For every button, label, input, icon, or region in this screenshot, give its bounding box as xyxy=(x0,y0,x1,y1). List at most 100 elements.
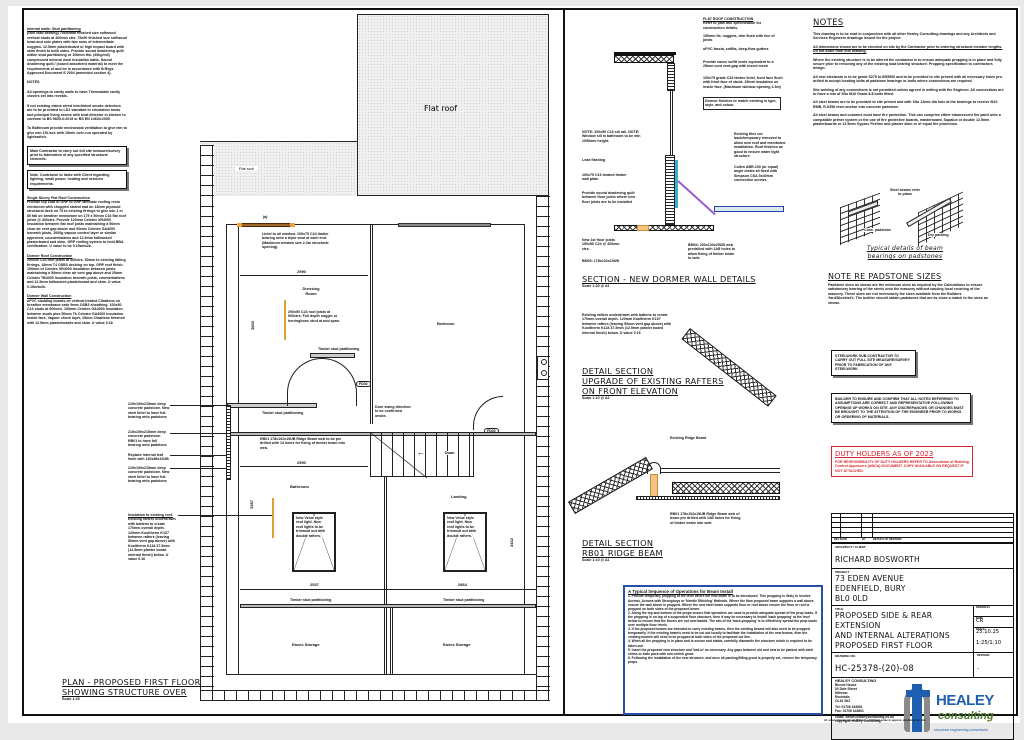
dim-bath-height: 3387 xyxy=(248,500,254,509)
flat-roof-small-label: Flat roof xyxy=(235,166,258,171)
drawn-by-label: DRAWN BY xyxy=(976,606,991,609)
dormer-wall-body: uPVC cladding boards on vertical treated… xyxy=(27,298,125,325)
padstone-stack-left xyxy=(226,405,231,480)
sequence-step: 6. Following the installation of the new… xyxy=(628,655,817,664)
rafters-note: Existing rafters underdrawn with battens… xyxy=(582,313,672,335)
sequence-title: A Typical Sequence of Operations for Bea… xyxy=(628,589,733,594)
rooflight-note: New Velux style roof light. New roof lig… xyxy=(296,516,326,539)
plan-title-block: PLAN - PROPOSED FIRST FLOOR SHOWING STRU… xyxy=(62,677,201,701)
stair-down-label: Down xyxy=(445,451,455,455)
dormer-label-bm03: BM03: 178x102x19UB xyxy=(582,259,619,263)
dormer-label-finishes: Dormer finishes to match existing in typ… xyxy=(703,97,781,110)
flat-roof-large-area: Flat roof xyxy=(357,14,549,196)
notes-panel: NOTES This drawing is to be read in conj… xyxy=(813,18,1005,127)
rooflight-bathroom: New Velux style roof light. New roof lig… xyxy=(292,512,336,572)
logo-text-consulting: consulting xyxy=(938,710,994,722)
rev-header-date: REV DATE xyxy=(834,538,847,541)
wall-brick-right xyxy=(536,196,550,701)
partition-label: Timber stud partitioning xyxy=(318,347,360,351)
notes-paragraph: All steel beams are to be provided to si… xyxy=(813,100,998,109)
label-dry-packing: Dry packing xyxy=(928,233,949,238)
rafters-title-line2: UPGRADE OF EXISTING RAFTERS xyxy=(582,376,724,386)
company-email: email: office@healeyconsulting.co.uk xyxy=(835,715,894,719)
room-eaves-storage-left: Eaves Storage xyxy=(292,642,320,647)
room-bedroom: Bedroom xyxy=(437,321,455,326)
insulation-note-title: Insulation to existing roof. xyxy=(128,513,173,517)
dormer-label-lead: Lead flashing xyxy=(582,158,606,162)
drawn-by: CR xyxy=(976,618,984,624)
flat-roof-large-label: Flat roof xyxy=(424,104,458,113)
padstone-note: NOTE RE PADSTONE SIZES Padstone sizes as… xyxy=(828,272,988,305)
company-tel: Tel: 01706 343661 xyxy=(835,705,863,709)
rafter-span-arrow xyxy=(272,498,274,538)
roof-construction-title: FLAT ROOF CONSTRUCTION xyxy=(703,17,754,21)
dormer-label-vents: Provide eaves soffit vents equivalent to… xyxy=(703,60,774,69)
wall-brick-bottom xyxy=(200,690,550,701)
window-bedroom xyxy=(398,223,491,227)
note-ventilation: To Bathroom provide mechanical ventilati… xyxy=(27,126,127,140)
internal-walls-title: Internal walls: Stud partitioning xyxy=(27,27,81,31)
plan-title-line2: SHOWING STRUCTURE OVER xyxy=(62,687,187,697)
internal-walls-body: (Non load bearing) 75x50mm finished size… xyxy=(27,31,127,76)
label-steel-beams: Steel beams refer to plans xyxy=(890,188,920,197)
ridge-title-block: DETAIL SECTION RB01 RIDGE BEAM Scale 1:1… xyxy=(582,538,663,562)
insulation-note-body: Existing rafters underdrawn with battens… xyxy=(128,517,176,562)
ridge-scale: Scale 1:10 @ A1 xyxy=(582,558,610,562)
partition-label: Timber stud partitioning xyxy=(290,598,332,602)
project-label: PROJECT xyxy=(835,570,850,574)
padstone-note-3: 215x100x215mm deep concrete padstone. Ne… xyxy=(128,466,170,484)
notes-label: NOTES. xyxy=(27,80,41,85)
ridge-board-cap xyxy=(647,462,661,474)
sheet-footer-note: A1 sized drawing sheet (841mm x 594mm) s… xyxy=(824,718,926,722)
sequence-step: 5. Insert the proposed new structure and… xyxy=(628,647,814,656)
beam-install-sequence: A Typical Sequence of Operations for Bea… xyxy=(623,585,823,715)
ridge-title-line1: DETAIL SECTION xyxy=(582,538,654,548)
scale-label: SCALE xyxy=(976,628,985,631)
dormer-label-lintel: 100x75 grade C24 timber lintel, front fa… xyxy=(703,76,783,89)
note-cavity: All openings to cavity walls to have The… xyxy=(27,89,121,99)
room-bathroom: Bathroom xyxy=(290,484,309,489)
dormer-section-title: SECTION - NEW DORMER WALL DETAILS xyxy=(582,274,756,284)
drawing-number: HC-25378-(20)-08 xyxy=(835,663,914,673)
flat-roof-title: Single Storey Flat Roof Construction xyxy=(27,195,90,200)
lintel-replace-note: Replace internal leaf lintel with 152x89… xyxy=(128,453,169,462)
roof-construction-note: Refer to plan and specification for cons… xyxy=(703,21,762,30)
title-line: PROPOSED SIDE & REAR EXTENSION xyxy=(835,611,933,630)
room-dressing: Dressing Room xyxy=(302,286,320,296)
beam-bearing-sketch: Steel beams refer to plans Conc. padston… xyxy=(838,188,968,247)
company-address-line: OL16 3NJ xyxy=(835,699,851,703)
notes-paragraph: All steel beams and columns must have fi… xyxy=(813,113,1001,127)
client-label: ARCHITECT / CLIENT xyxy=(835,545,866,549)
flat-roof-body: Provide top coat of GRP to GRP laminate … xyxy=(27,200,126,249)
steelwork-warning-box: STEELWORK SUB-CONTRACTOR TO CARRY OUT FU… xyxy=(831,350,916,376)
dormer-label-tiles: Existing tiles cut back/temporary remove… xyxy=(734,132,786,159)
dim-dressing-height: 3660 xyxy=(249,321,255,330)
sequence-step: 3. If the proposed beams are intended to… xyxy=(628,627,810,640)
left-notes-column: Internal walls: Stud partitioning (Non l… xyxy=(27,27,127,325)
bearing-caption-line1: Typical details of beam xyxy=(866,245,944,252)
dim-dressing-width: 2590 xyxy=(297,269,306,274)
sequence-step: 1. Provide temporary propping at the lev… xyxy=(628,594,814,611)
ridge-beam-note: RB01 178x102x19UB Ridge Beam web of beam… xyxy=(670,512,741,525)
padstone-title: NOTE RE PADSTONE SIZES xyxy=(828,272,942,281)
plan-title-line1: PLAN - PROPOSED FIRST FLOOR xyxy=(62,677,201,687)
flat-roof-small-area: Flat roof xyxy=(200,141,358,196)
duty-holders-title: DUTY HOLDERS AS OF 2023 xyxy=(835,450,934,458)
company-fax: Fax: 01706 343661 xyxy=(835,709,864,713)
dormer-label-floor-joists: New 1st floor joists 150x50 C24 @ 400mm … xyxy=(582,238,620,251)
dormer-label-roof: FLAT ROOF CONSTRUCTION Refer to plan and… xyxy=(703,17,775,30)
door-tag: FD30 xyxy=(356,381,371,387)
lintel-note: Lintel to all window. 100x75 C24 timber … xyxy=(262,232,329,250)
dormer-section-scale: Scale 1:20 @ A1 xyxy=(582,284,610,288)
notes-paragraph: All new steelwork is to be grade S275 to… xyxy=(813,74,1003,84)
window-lintel-dressing xyxy=(241,223,291,227)
lintel-tag: (a) xyxy=(263,215,268,219)
floor-joist-timber xyxy=(637,225,649,231)
logo-text-healey: HEALEY xyxy=(936,692,994,709)
title-line: AND INTERNAL ALTERATIONS xyxy=(835,631,950,640)
padstone-note-1: 215x100x215mm deep concrete padstone. Ne… xyxy=(128,402,170,420)
insulation-note: Insulation to existing roof. Existing ra… xyxy=(128,513,178,561)
company-address-line: Rochdale xyxy=(835,695,850,699)
dormer-roof-body: 200x50 C24 roof joists at 400ctrs. 50mm … xyxy=(27,258,126,289)
staircase: Down ← xyxy=(370,432,474,478)
